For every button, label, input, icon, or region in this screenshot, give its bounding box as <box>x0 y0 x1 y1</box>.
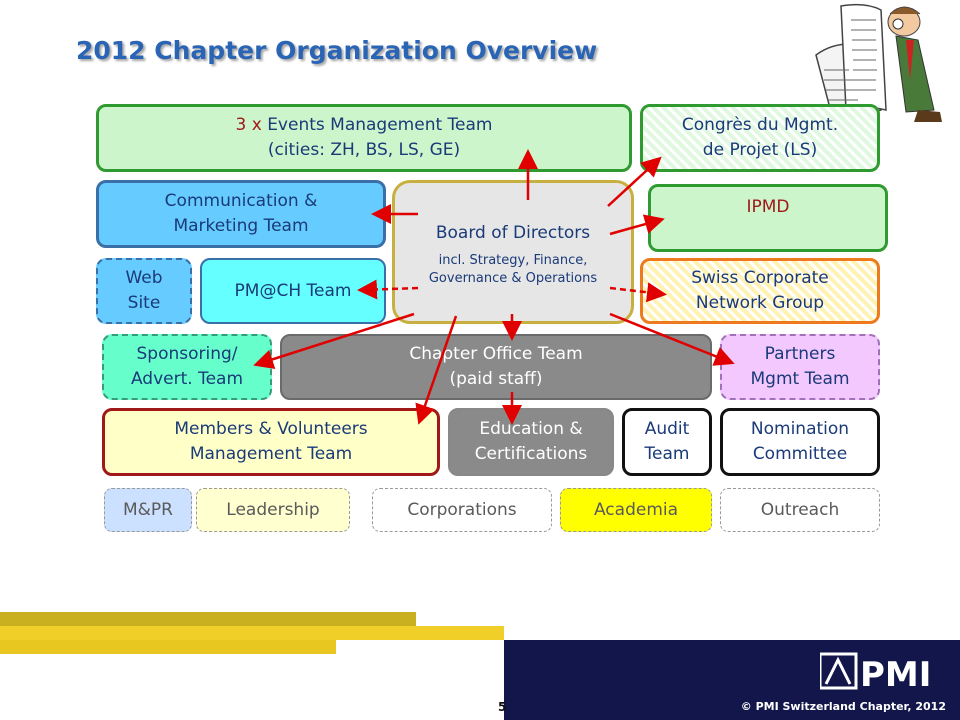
reading-man-illustration <box>815 3 942 122</box>
pmch-team-box: PM@CH Team <box>200 258 386 324</box>
page-number: 5 <box>498 700 507 714</box>
segment-leadership: Leadership <box>196 488 350 532</box>
sponsoring-line1: Sponsoring/ <box>136 344 238 364</box>
pmi-logo-text: PMI <box>860 655 931 692</box>
audit-line2: Team <box>644 444 690 464</box>
board-title: Board of Directors <box>435 223 591 243</box>
ipmd-label: IPMD <box>746 197 790 217</box>
segment-mpr: M&PR <box>104 488 192 532</box>
congres-line2: de Projet (LS) <box>702 140 818 160</box>
sponsoring-team-box: Sponsoring/ Advert. Team <box>102 334 272 400</box>
segment-academia: Academia <box>560 488 712 532</box>
copyright-text: © PMI Switzerland Chapter, 2012 <box>740 700 946 713</box>
members-line1: Members & Volunteers <box>174 419 368 439</box>
congres-line1: Congrès du Mgmt. <box>681 115 839 135</box>
swiss-line2: Network Group <box>695 293 825 313</box>
communication-line1: Communication & <box>164 191 318 211</box>
sponsoring-line2: Advert. Team <box>130 369 244 389</box>
arrow-to-swiss <box>609 282 667 303</box>
footer-bar-dark <box>0 612 416 626</box>
footer-bar-light <box>0 626 504 640</box>
page-title: 2012 Chapter Organization Overview <box>76 36 598 65</box>
footer-navy-band <box>504 640 960 720</box>
board-of-directors-box: Board of Directors incl. Strategy, Finan… <box>392 180 634 324</box>
events-line2: (cities: ZH, BS, LS, GE) <box>267 140 461 160</box>
arrow-to-ipmd <box>609 214 665 236</box>
ipmd-box: IPMD <box>648 184 888 252</box>
board-sub2: Governance & Operations <box>428 271 598 286</box>
segment-outreach: Outreach <box>720 488 880 532</box>
audit-team-box: Audit Team <box>622 408 712 476</box>
audit-line1: Audit <box>644 419 690 439</box>
events-line1: Events Management Team <box>267 115 493 135</box>
events-management-team-box: 3 x Events Management Team (cities: ZH, … <box>96 104 632 172</box>
footer-bar-mid <box>0 640 336 654</box>
congres-box: Congrès du Mgmt. de Projet (LS) <box>640 104 880 172</box>
chapter-office-line2: (paid staff) <box>449 369 543 389</box>
communication-marketing-box: Communication & Marketing Team <box>96 180 386 248</box>
partners-line1: Partners <box>764 344 836 364</box>
web-site-line1: Web <box>125 268 163 288</box>
nomination-committee-box: Nomination Committee <box>720 408 880 476</box>
nomination-line1: Nomination <box>750 419 850 439</box>
web-site-line2: Site <box>127 293 161 313</box>
arrow-to-sponsoring <box>253 312 415 369</box>
swiss-line1: Swiss Corporate <box>691 268 829 288</box>
board-sub1: incl. Strategy, Finance, <box>438 253 588 268</box>
arrow-to-partners <box>609 312 735 366</box>
pmch-label: PM@CH Team <box>234 280 352 301</box>
members-line2: Management Team <box>189 444 353 464</box>
communication-line2: Marketing Team <box>173 216 309 236</box>
web-site-box: Web Site <box>96 258 192 324</box>
arrow-to-pmch <box>357 279 419 300</box>
segment-corporations: Corporations <box>372 488 552 532</box>
members-volunteers-box: Members & Volunteers Management Team <box>102 408 440 476</box>
nomination-line2: Committee <box>752 444 848 464</box>
arrow-to-members <box>415 315 458 425</box>
pmi-logo: PMI <box>820 652 931 692</box>
partners-line2: Mgmt Team <box>750 369 850 389</box>
chapter-office-team-box: Chapter Office Team (paid staff) <box>280 334 712 400</box>
partners-mgmt-team-box: Partners Mgmt Team <box>720 334 880 400</box>
arrow-to-congres <box>607 156 662 207</box>
chapter-office-line1: Chapter Office Team <box>409 344 583 364</box>
events-multiplier: 3 x <box>235 115 262 135</box>
education-line2: Certifications <box>474 444 588 464</box>
